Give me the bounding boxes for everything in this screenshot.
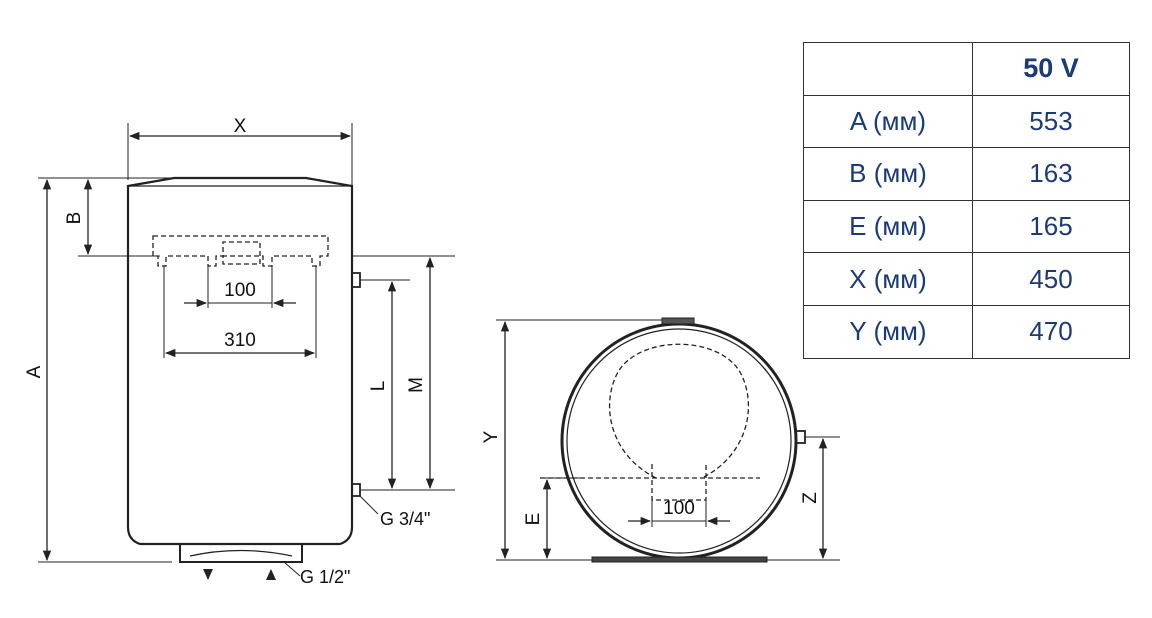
label-outlet-thread: G 3/4" [380,509,430,529]
outlet-pipe-bottom [351,483,361,497]
table-cell-param: Y (мм) [803,304,973,359]
table-cell-param: A (мм) [803,94,973,149]
label-310: 310 [224,330,256,351]
bottom-flange [179,543,303,563]
label-m: M [406,377,427,393]
table-cell-value: 450 [972,252,1130,306]
label-inlet-thread: G 1/2" [300,567,350,587]
table-header-row: 50 V [803,42,1130,96]
table-row: B (мм) 163 [803,147,1130,201]
table-cell-param: E (мм) [803,199,973,254]
tank-circle-outer [560,322,798,560]
label-l: L [368,381,389,392]
table-cell-param: X (мм) [803,252,973,306]
label-a: A [24,365,45,378]
dimensions-table: 50 V A (мм) 553 B (мм) 163 E (мм) 165 X … [803,42,1130,359]
table-cell-value: 163 [972,147,1130,201]
label-b: B [64,212,85,225]
label-x: X [234,116,247,137]
tank-circle-inner [566,328,792,554]
label-z: Z [800,492,821,504]
table-header-model: 50 V [972,42,1130,96]
table-cell-value: 553 [972,94,1130,149]
table-cell-value: 470 [972,304,1130,359]
label-100-side: 100 [663,498,695,519]
label-100-front: 100 [224,280,256,301]
side-base [591,556,768,563]
inlet-arrow-down [203,569,213,580]
side-view [496,317,840,563]
label-y: Y [481,430,502,443]
hidden-bracket [152,235,329,267]
label-e: E [523,513,544,526]
table-row: E (мм) 165 [803,199,1130,254]
outlet-pipe-top [351,272,361,288]
table-row: A (мм) 553 [803,94,1130,149]
table-cell-param: B (мм) [803,147,973,201]
front-view [38,123,455,577]
table-row: Y (мм) 470 [803,304,1130,359]
table-cell-value: 165 [972,199,1130,254]
tank-body-outline [126,176,354,546]
table-header-param [803,42,973,96]
outlet-arrow-up [266,569,276,580]
table-row: X (мм) 450 [803,252,1130,306]
